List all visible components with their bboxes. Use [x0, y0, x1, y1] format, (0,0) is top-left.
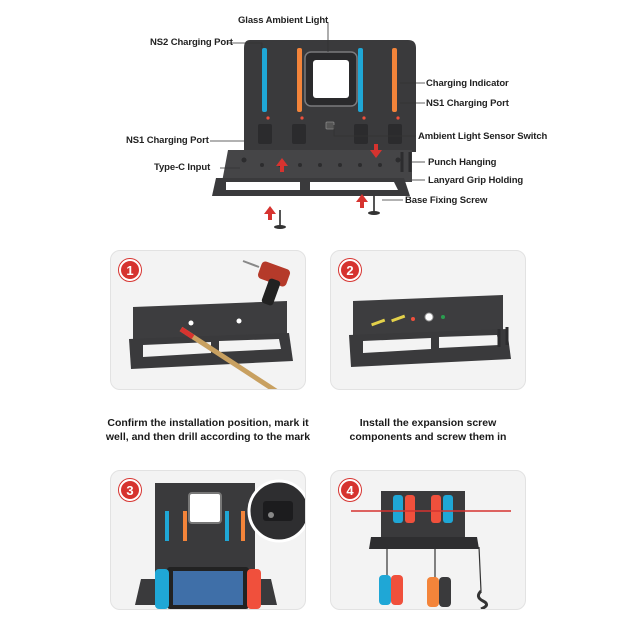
- step-2-caption: Install the expansion screw components a…: [308, 416, 548, 444]
- dock-panel: [133, 301, 287, 343]
- docked-joycon-blue: [393, 495, 403, 523]
- docked-joycon-red: [405, 495, 415, 523]
- step-2-illustration: [349, 295, 511, 367]
- callout-ns1-charging-port-right: NS1 Charging Port: [426, 98, 509, 109]
- dock-tray: [369, 537, 479, 549]
- charging-dock-illustration: [210, 22, 425, 229]
- hanging-joycon-blue: [379, 575, 391, 605]
- hanging-joycon-orange: [427, 577, 439, 607]
- callout-punch-hanging: Punch Hanging: [428, 157, 497, 168]
- callout-ns2-charging-port: NS2 Charging Port: [150, 37, 233, 48]
- step-1-caption-line-1: Confirm the installation position, mark …: [107, 417, 309, 429]
- step-1-caption: Confirm the installation position, mark …: [88, 416, 328, 444]
- callout-ns1-charging-port-left: NS1 Charging Port: [126, 135, 209, 146]
- ns2-slot-strip-orange: [297, 48, 302, 112]
- step-1-caption-line-2: well, and then drill according to the ma…: [105, 431, 311, 443]
- ns2-slot-strip-blue-2: [358, 48, 363, 112]
- step-4-badge: 4: [339, 479, 361, 501]
- step-4-card: 4: [330, 470, 526, 610]
- step-3-badge: 3: [119, 479, 141, 501]
- ambient-light-sensor-switch: [325, 121, 335, 130]
- callout-charging-indicator: Charging Indicator: [426, 78, 509, 89]
- step-2-badge: 2: [339, 259, 361, 281]
- step-1-card: 1: [110, 250, 306, 390]
- step-3-card: 3: [110, 470, 306, 610]
- ns2-slot-strip-orange-2: [392, 48, 397, 112]
- callout-glass-ambient-light: Glass Ambient Light: [238, 15, 329, 26]
- step-2-caption-line-2: components and screw them in: [349, 431, 507, 443]
- dock-back-panel: [155, 483, 255, 583]
- step-4-illustration: [351, 491, 511, 609]
- red-indicator-arrows: [264, 144, 382, 220]
- pencil: [179, 326, 278, 389]
- drill-handle: [261, 278, 281, 306]
- callout-type-c-input: Type-C Input: [154, 162, 211, 173]
- callout-lanyard-grip-holding: Lanyard Grip Holding: [428, 175, 524, 186]
- glass-ambient-light-window: [313, 60, 349, 98]
- step-3-illustration: [135, 479, 305, 609]
- ns2-slot-strip-blue: [262, 48, 267, 112]
- product-diagram: Glass Ambient Light NS2 Charging Port Ch…: [0, 0, 640, 240]
- drill-bit: [242, 260, 260, 268]
- charging-indicator-dots: [266, 116, 400, 120]
- cable-coil: [476, 589, 488, 609]
- console-screen: [173, 571, 243, 605]
- step-2-caption-line-1: Install the expansion screw: [359, 417, 497, 429]
- console-joycon-left: [155, 569, 169, 609]
- console-joycon-right: [247, 569, 261, 609]
- base-fixing-screws: [274, 196, 380, 229]
- callout-ambient-light-sensor-switch: Ambient Light Sensor Switch: [418, 131, 548, 142]
- step-1-badge: 1: [119, 259, 141, 281]
- step-1-illustration: [129, 260, 293, 389]
- callout-leader-lines: [210, 22, 425, 201]
- drill-body: [257, 261, 291, 287]
- hanging-joycon-red: [391, 575, 403, 605]
- ns1-charging-slots: [258, 124, 402, 144]
- dock-base-plate: [222, 150, 412, 182]
- step-2-card: 2: [330, 250, 526, 390]
- callout-base-fixing-screw: Base Fixing Screw: [405, 195, 488, 206]
